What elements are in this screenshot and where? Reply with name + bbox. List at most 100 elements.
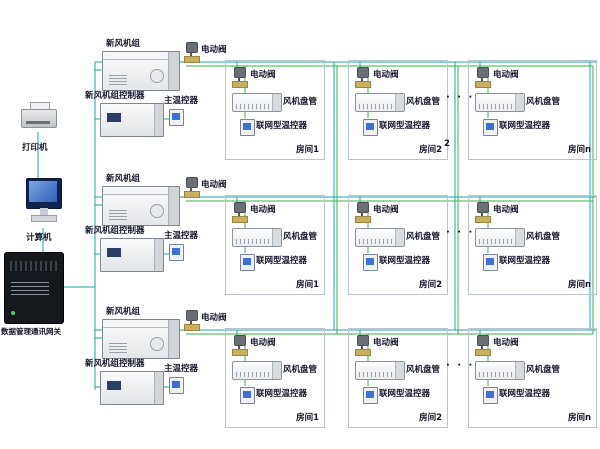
network-thermostat-label: 联网型温控器 <box>256 389 308 399</box>
controller-display <box>107 248 121 257</box>
thermostat-screen <box>366 123 374 130</box>
fan-coil-grille <box>359 104 393 109</box>
ahu-controller-unit <box>100 238 164 272</box>
fan-coil-unit <box>355 361 405 380</box>
valve-actuator <box>357 202 369 216</box>
fan-coil-grille <box>479 372 513 377</box>
monitor-screen <box>29 181 57 202</box>
valve-pipe <box>355 81 371 88</box>
valve-pipe <box>232 81 248 88</box>
thermostat-screen <box>486 123 494 130</box>
valve-actuator <box>234 202 246 216</box>
thermostat-screen <box>172 381 180 388</box>
ellipsis: · · · <box>446 227 475 238</box>
ahu-vent <box>109 75 127 85</box>
fan-coil-unit <box>475 228 525 247</box>
main-thermostat-label: 主温控器 <box>164 96 199 106</box>
ahu-label: 新风机组 <box>106 174 141 184</box>
network-thermostat-icon <box>363 254 378 271</box>
room-name: 房间n <box>567 145 591 156</box>
valve-actuator <box>186 177 198 191</box>
valve-label: 电动阀 <box>493 205 519 215</box>
network-thermostat-label: 联网型温控器 <box>499 256 551 266</box>
room: 电动阀 风机盘管 联网型温控器 房间2 <box>348 195 448 295</box>
main-thermostat-icon <box>169 377 184 394</box>
main-thermostat-icon <box>169 109 184 126</box>
ahu-controller-label: 新风机组控制器 <box>85 359 145 369</box>
electric-valve-icon <box>355 335 371 359</box>
gateway-vent <box>10 261 58 271</box>
fan-coil-label: 风机盘管 <box>526 232 561 242</box>
main-thermostat-label: 主温控器 <box>164 364 199 374</box>
ahu-controller-unit <box>100 371 164 405</box>
valve-label: 电动阀 <box>201 180 227 190</box>
room-name: 房间2 <box>419 280 442 291</box>
fresh-air-unit <box>102 186 180 226</box>
ahu-row-2: 新风机组 电动阀 新风机组控制器 主温控器 · · · 电动阀 风机盘管 联网型… <box>0 174 600 315</box>
fan-coil-grille <box>359 372 393 377</box>
fan-coil-label: 风机盘管 <box>283 365 318 375</box>
valve-actuator <box>357 335 369 349</box>
room: 电动阀 风机盘管 联网型温控器 房间1 <box>225 60 325 160</box>
gateway-led <box>11 311 15 315</box>
valve-label: 电动阀 <box>201 45 227 55</box>
fan-coil-label: 风机盘管 <box>526 97 561 107</box>
valve-pipe <box>475 216 491 223</box>
thermostat-screen <box>172 248 180 255</box>
network-thermostat-label: 联网型温控器 <box>379 389 431 399</box>
fresh-air-unit <box>102 51 180 91</box>
controller-display <box>107 113 121 122</box>
electric-valve-icon <box>475 67 491 91</box>
printer-icon <box>21 102 57 134</box>
room: 电动阀 风机盘管 联网型温控器 房间2 <box>348 60 448 160</box>
ahu-vent <box>109 210 127 220</box>
valve-actuator <box>234 67 246 81</box>
electric-valve-icon <box>232 67 248 91</box>
fan-coil-label: 风机盘管 <box>283 232 318 242</box>
electric-valve-icon <box>184 177 200 201</box>
valve-pipe <box>232 216 248 223</box>
network-thermostat-icon <box>240 387 255 404</box>
ahu-fan-icon <box>150 337 164 351</box>
network-thermostat-icon <box>363 119 378 136</box>
valve-pipe <box>475 349 491 356</box>
valve-actuator <box>186 310 198 324</box>
valve-label: 电动阀 <box>250 205 276 215</box>
valve-actuator <box>186 42 198 56</box>
fan-coil-grille <box>236 372 270 377</box>
valve-pipe <box>184 56 200 63</box>
room-name: 房间2 <box>419 145 442 156</box>
room-name: 房间n <box>567 280 591 291</box>
network-thermostat-label: 联网型温控器 <box>379 121 431 131</box>
valve-pipe <box>475 81 491 88</box>
electric-valve-icon <box>232 202 248 226</box>
thermostat-screen <box>172 113 180 120</box>
controller-display <box>107 381 121 390</box>
network-thermostat-icon <box>483 254 498 271</box>
room: 电动阀 风机盘管 联网型温控器 房间1 <box>225 328 325 428</box>
room-name: 房间1 <box>296 145 319 156</box>
network-thermostat-icon <box>240 119 255 136</box>
valve-actuator <box>477 335 489 349</box>
fan-coil-grille <box>236 104 270 109</box>
thermostat-screen <box>486 391 494 398</box>
room-name: 房间1 <box>296 413 319 424</box>
valve-label: 电动阀 <box>373 205 399 215</box>
printer-slot <box>26 121 50 124</box>
valve-actuator <box>234 335 246 349</box>
ahu-fan-icon <box>150 204 164 218</box>
room: 电动阀 风机盘管 联网型温控器 房间n <box>468 195 597 295</box>
valve-pipe <box>184 191 200 198</box>
monitor-stand <box>40 208 48 215</box>
fan-coil-unit <box>475 361 525 380</box>
fan-coil-label: 风机盘管 <box>283 97 318 107</box>
valve-actuator <box>477 67 489 81</box>
network-thermostat-label: 联网型温控器 <box>256 121 308 131</box>
room: 电动阀 风机盘管 联网型温控器 房间n <box>468 60 597 160</box>
valve-label: 电动阀 <box>373 338 399 348</box>
computer-icon <box>26 178 62 228</box>
fan-coil-unit <box>355 228 405 247</box>
valve-label: 电动阀 <box>493 70 519 80</box>
electric-valve-icon <box>184 310 200 334</box>
valve-label: 电动阀 <box>250 338 276 348</box>
